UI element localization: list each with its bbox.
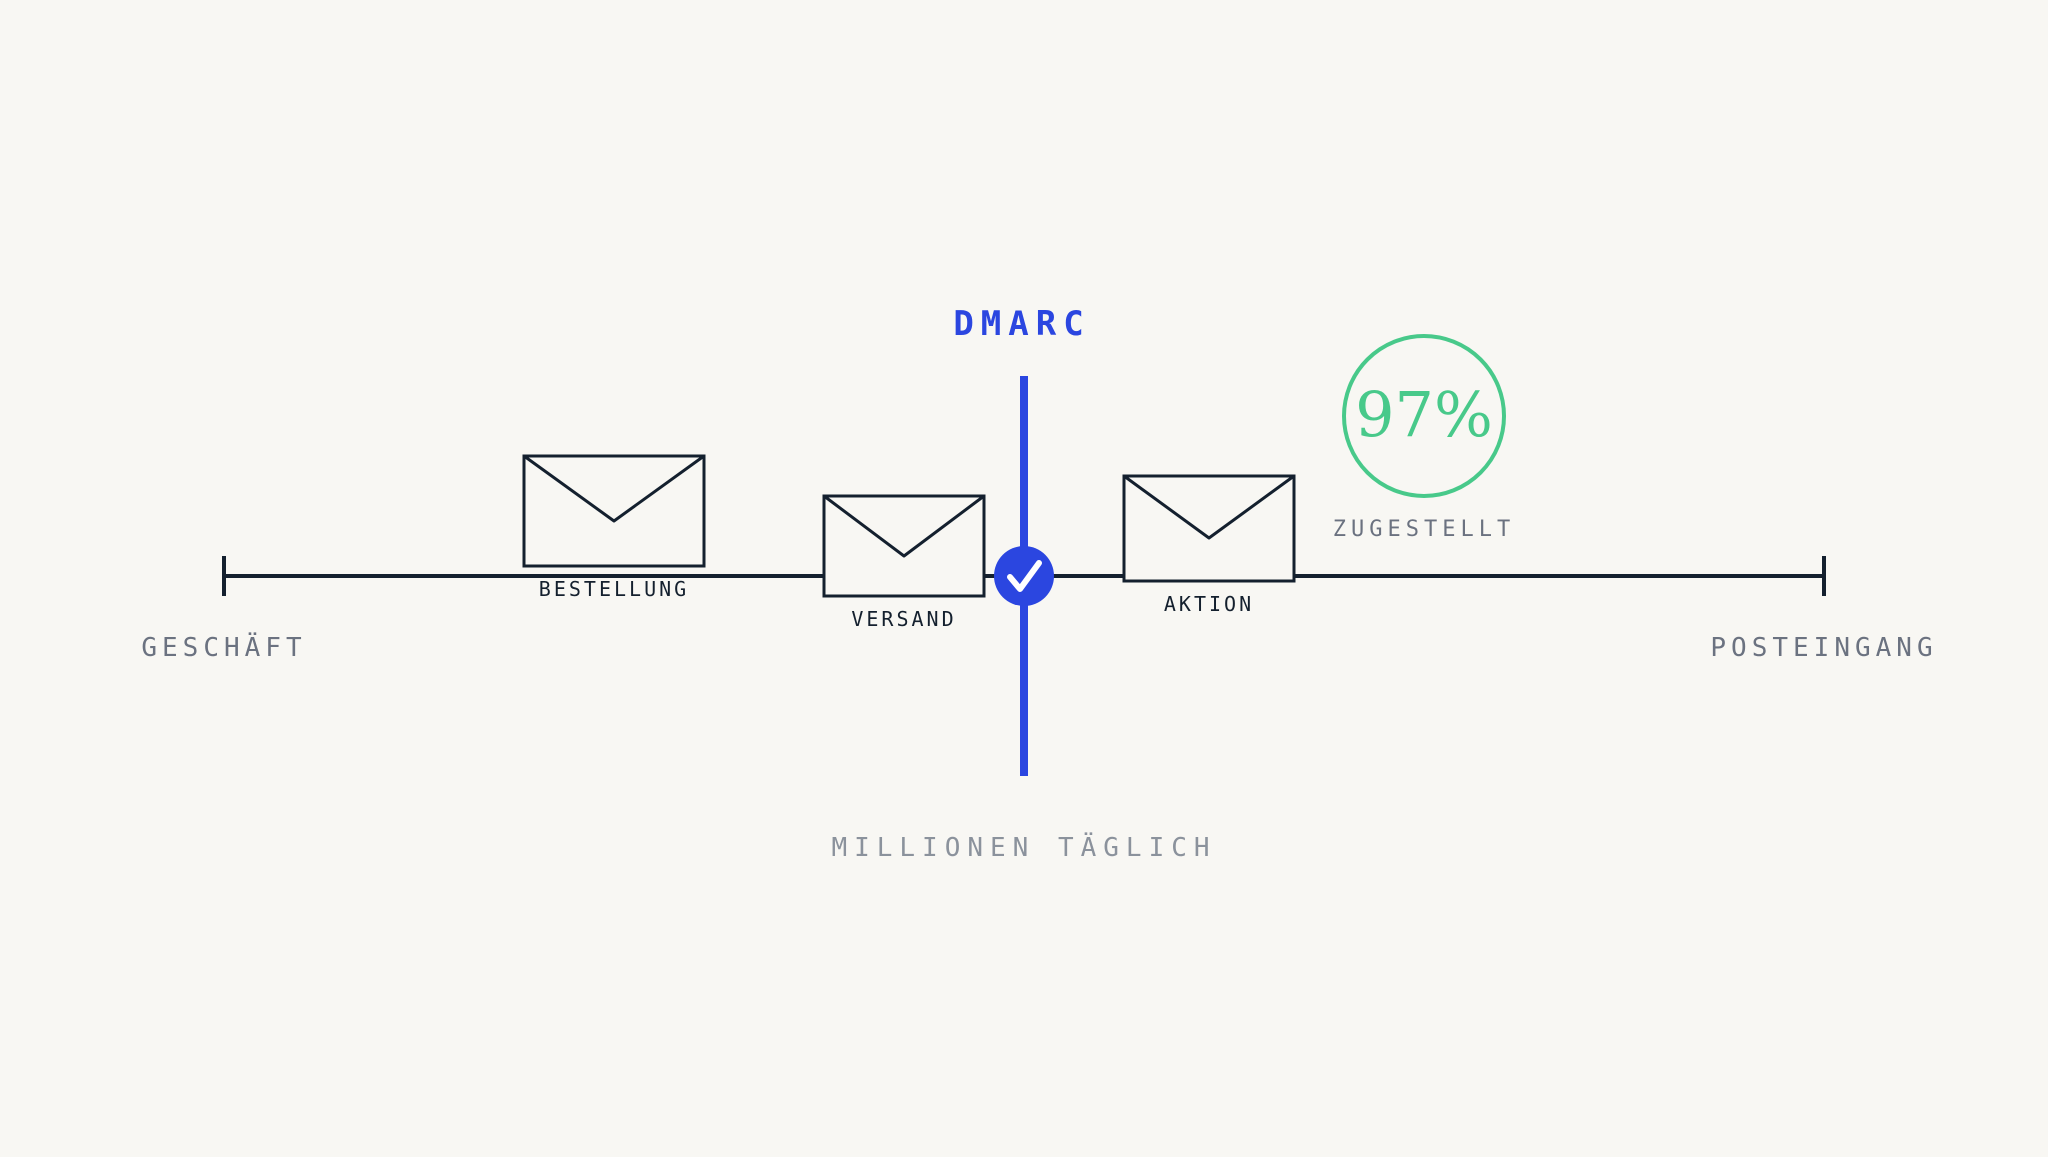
- volume-caption: MILLIONEN TÄGLICH: [831, 831, 1216, 863]
- check-icon: [994, 546, 1054, 606]
- message-label: VERSAND: [851, 607, 956, 631]
- stat-value: 97%: [1355, 378, 1493, 451]
- envelope-icon: [822, 494, 986, 598]
- delivery-stat: 97% ZUGESTELLT: [1333, 334, 1515, 542]
- envelope-icon: [1122, 474, 1296, 583]
- message-aktion: AKTION: [1122, 474, 1296, 616]
- endpoint-end-label: POSTEINGANG: [1710, 633, 1937, 663]
- message-label: BESTELLUNG: [539, 577, 689, 601]
- message-versand: VERSAND: [822, 494, 986, 631]
- endpoint-start-label: GESCHÄFT: [141, 631, 306, 663]
- dmarc-label: DMARC: [953, 304, 1090, 344]
- stat-label: ZUGESTELLT: [1333, 517, 1515, 542]
- message-bestellung: BESTELLUNG: [522, 454, 706, 601]
- envelope-icon: [522, 454, 706, 568]
- stat-ring: [1342, 334, 1506, 498]
- message-label: AKTION: [1164, 592, 1254, 616]
